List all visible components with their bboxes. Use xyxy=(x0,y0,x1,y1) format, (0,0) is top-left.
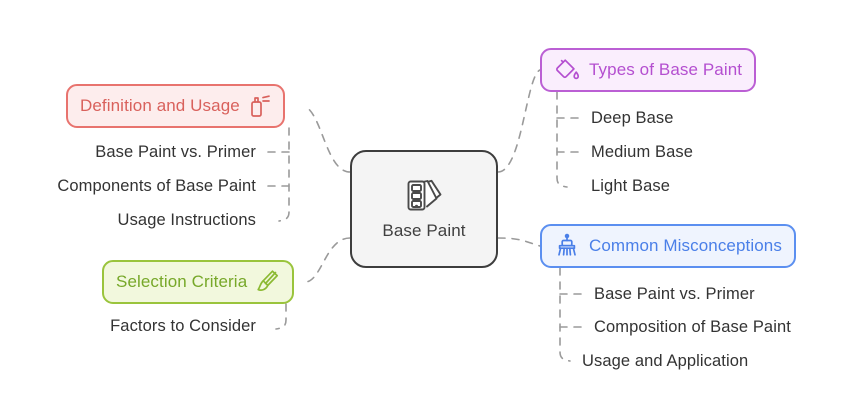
edge-center-to-misconceptions xyxy=(497,237,541,247)
branch-node-selection-criteria[interactable]: Selection Criteria xyxy=(102,260,295,304)
leaf-types-child-0[interactable]: Deep Base xyxy=(591,109,674,127)
paint-bucket-icon xyxy=(554,57,580,83)
leaf-types-child-1[interactable]: Medium Base xyxy=(591,143,693,161)
edge-center-to-types xyxy=(497,69,541,173)
leaf-definition-child-2[interactable]: Usage Instructions xyxy=(117,211,256,229)
center-node-label: Base Paint xyxy=(382,221,466,240)
edge-selection-spine xyxy=(275,303,287,330)
branch-label-types-of-base-paint: Types of Base Paint xyxy=(589,60,743,79)
branch-node-types-of-base-paint[interactable]: Types of Base Paint xyxy=(540,48,757,92)
color-swatch-fan-icon xyxy=(403,177,445,217)
branch-node-definition-and-usage[interactable]: Definition and Usage xyxy=(66,84,285,128)
branch-node-common-misconceptions[interactable]: Common Misconceptions xyxy=(540,224,796,268)
leaf-definition-child-0[interactable]: Base Paint vs. Primer xyxy=(95,143,256,161)
edge-definition-spine xyxy=(278,127,290,222)
edge-misconceptions-spine xyxy=(559,267,571,362)
branch-label-common-misconceptions: Common Misconceptions xyxy=(589,236,782,255)
paintbrush-icon xyxy=(256,269,280,295)
leaf-types-child-2[interactable]: Light Base xyxy=(591,177,670,195)
edge-center-to-selection xyxy=(305,237,351,283)
leaf-misconceptions-child-0[interactable]: Base Paint vs. Primer xyxy=(594,285,755,303)
leaf-definition-child-1[interactable]: Components of Base Paint xyxy=(57,177,256,195)
leaf-misconceptions-child-2[interactable]: Usage and Application xyxy=(582,352,749,370)
broom-brush-icon xyxy=(554,233,580,259)
edge-center-to-definition xyxy=(303,105,351,173)
edge-types-spine xyxy=(556,91,568,188)
leaf-selection-child-0[interactable]: Factors to Consider xyxy=(110,317,256,335)
center-node-base-paint[interactable]: Base Paint xyxy=(350,150,498,268)
branch-label-selection-criteria: Selection Criteria xyxy=(116,272,248,291)
leaf-misconceptions-child-1[interactable]: Composition of Base Paint xyxy=(594,318,791,336)
spray-can-icon xyxy=(249,93,271,119)
branch-label-definition-and-usage: Definition and Usage xyxy=(80,96,240,115)
